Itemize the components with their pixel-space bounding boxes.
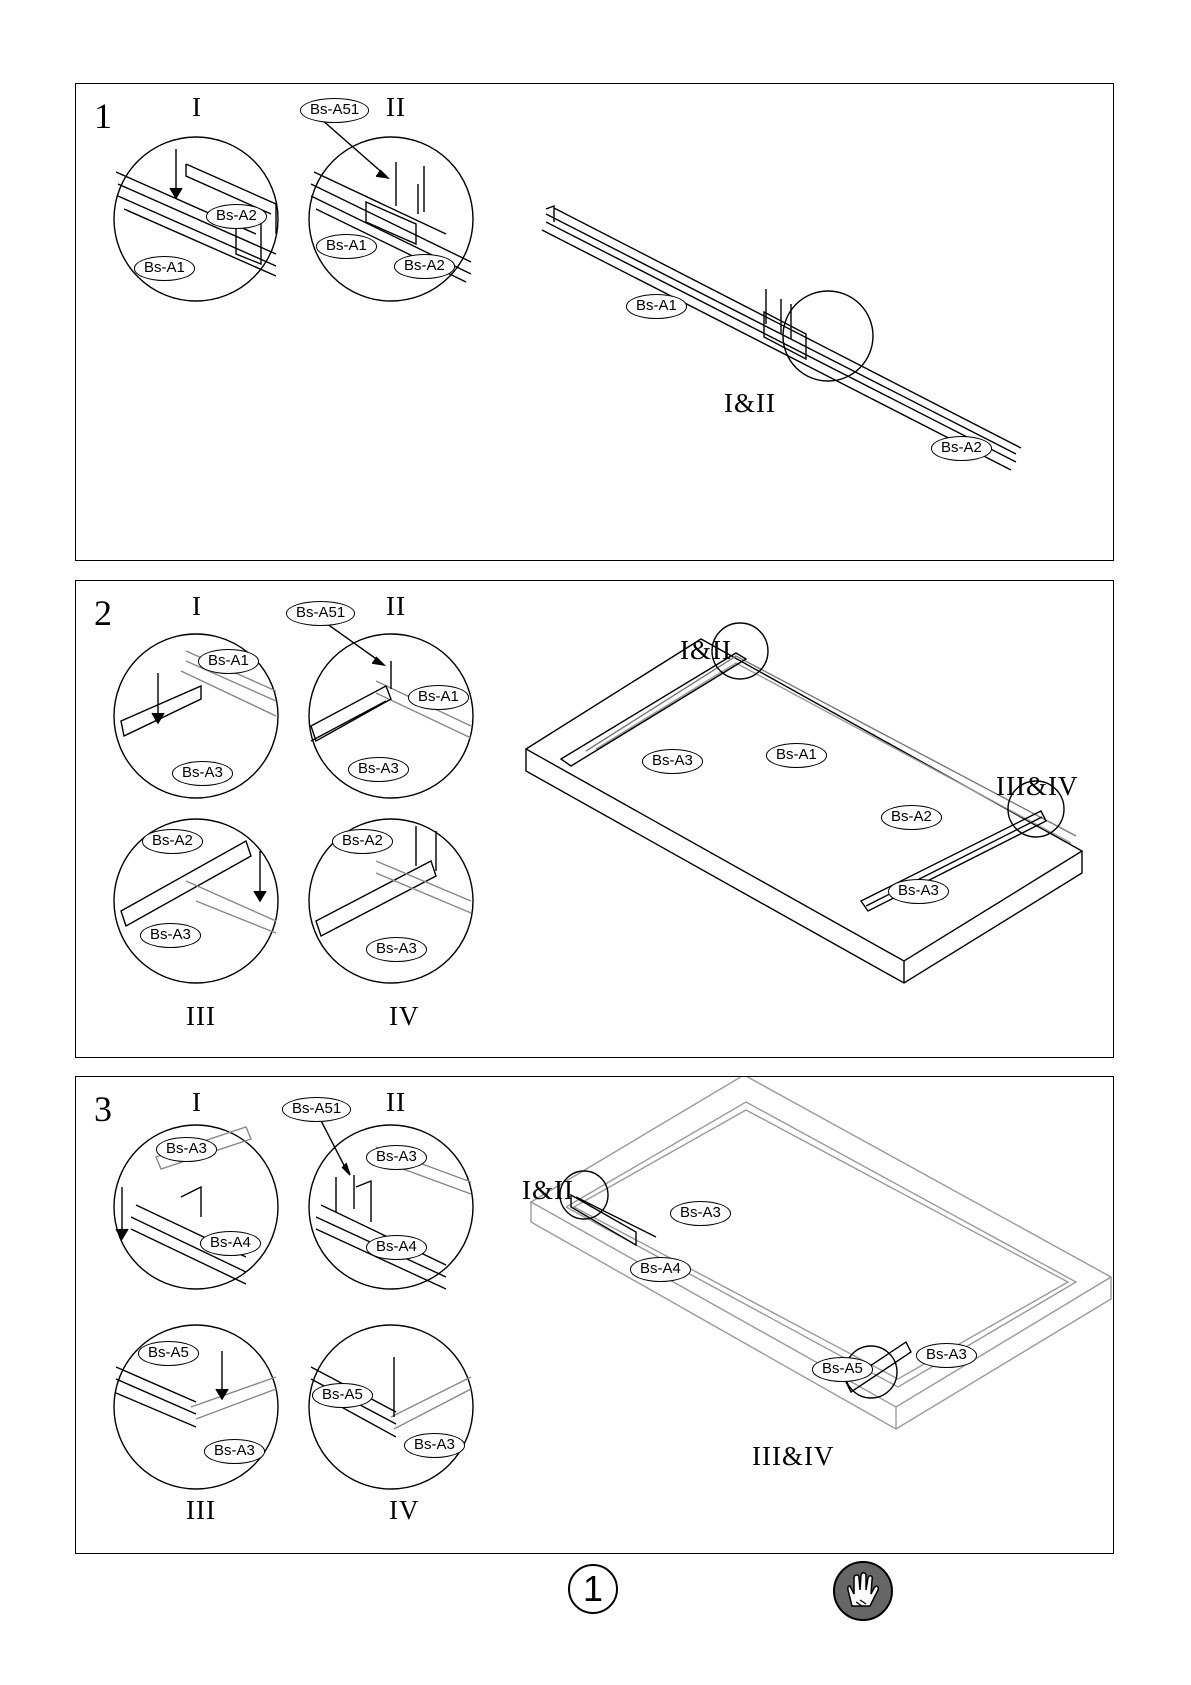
part-tag: Bs-A51	[282, 1097, 351, 1122]
part-tag: Bs-A1	[626, 294, 687, 319]
part-tag: Bs-A2	[142, 829, 203, 854]
step-2-panel: 2 I II III IV I&II III&IV Bs-A51 Bs-A1 B…	[75, 580, 1114, 1058]
detail-label: II	[386, 94, 406, 121]
part-tag: Bs-A3	[348, 757, 409, 782]
part-tag: Bs-A3	[172, 761, 233, 786]
part-tag: Bs-A3	[888, 879, 949, 904]
detail-label: I	[192, 1089, 202, 1116]
gloves-icon	[832, 1560, 894, 1622]
step-3-panel: 3 I II III IV I&II III&IV Bs-A51 Bs-A3 B…	[75, 1076, 1114, 1554]
part-tag: Bs-A3	[670, 1201, 731, 1226]
step-number: 1	[94, 98, 112, 134]
part-tag: Bs-A2	[332, 829, 393, 854]
part-tag: Bs-A2	[394, 254, 455, 279]
detail-label: I&II	[680, 637, 732, 664]
part-tag: Bs-A1	[198, 649, 259, 674]
detail-label: I&II	[724, 390, 776, 417]
part-tag: Bs-A3	[366, 1145, 427, 1170]
page-number-badge: 1	[568, 1564, 618, 1614]
part-tag: Bs-A3	[366, 937, 427, 962]
detail-label: III&IV	[752, 1443, 834, 1470]
part-tag: Bs-A1	[766, 743, 827, 768]
part-tag: Bs-A5	[138, 1341, 199, 1366]
detail-label: III	[186, 1497, 216, 1524]
part-tag: Bs-A3	[204, 1439, 265, 1464]
step-number: 3	[94, 1091, 112, 1127]
part-tag: Bs-A2	[881, 805, 942, 830]
detail-label: I	[192, 94, 202, 121]
detail-label: II	[386, 593, 406, 620]
part-tag: Bs-A2	[206, 204, 267, 229]
part-tag: Bs-A5	[312, 1383, 373, 1408]
detail-label: IV	[389, 1497, 420, 1524]
step-number: 2	[94, 595, 112, 631]
part-tag: Bs-A3	[140, 923, 201, 948]
detail-label: II	[386, 1089, 406, 1116]
part-tag: Bs-A5	[812, 1357, 873, 1382]
part-tag: Bs-A51	[286, 601, 355, 626]
part-tag: Bs-A3	[156, 1137, 217, 1162]
part-tag: Bs-A4	[200, 1231, 261, 1256]
step-1-drawings	[76, 84, 1115, 562]
step-1-panel: 1 I II I&II Bs-A51 Bs-A2 Bs-A1 Bs-A1 Bs-…	[75, 83, 1114, 561]
part-tag: Bs-A3	[916, 1343, 977, 1368]
detail-label: I&II	[522, 1177, 574, 1204]
detail-label: III&IV	[996, 773, 1078, 800]
part-tag: Bs-A4	[366, 1235, 427, 1260]
part-tag: Bs-A1	[408, 685, 469, 710]
part-tag: Bs-A1	[316, 234, 377, 259]
detail-label: IV	[389, 1003, 420, 1030]
detail-label: I	[192, 593, 202, 620]
part-tag: Bs-A1	[134, 256, 195, 281]
part-tag: Bs-A51	[300, 98, 369, 123]
part-tag: Bs-A2	[931, 436, 992, 461]
step-3-drawings	[76, 1077, 1115, 1555]
part-tag: Bs-A4	[630, 1257, 691, 1282]
part-tag: Bs-A3	[642, 749, 703, 774]
detail-label: III	[186, 1003, 216, 1030]
part-tag: Bs-A3	[404, 1433, 465, 1458]
